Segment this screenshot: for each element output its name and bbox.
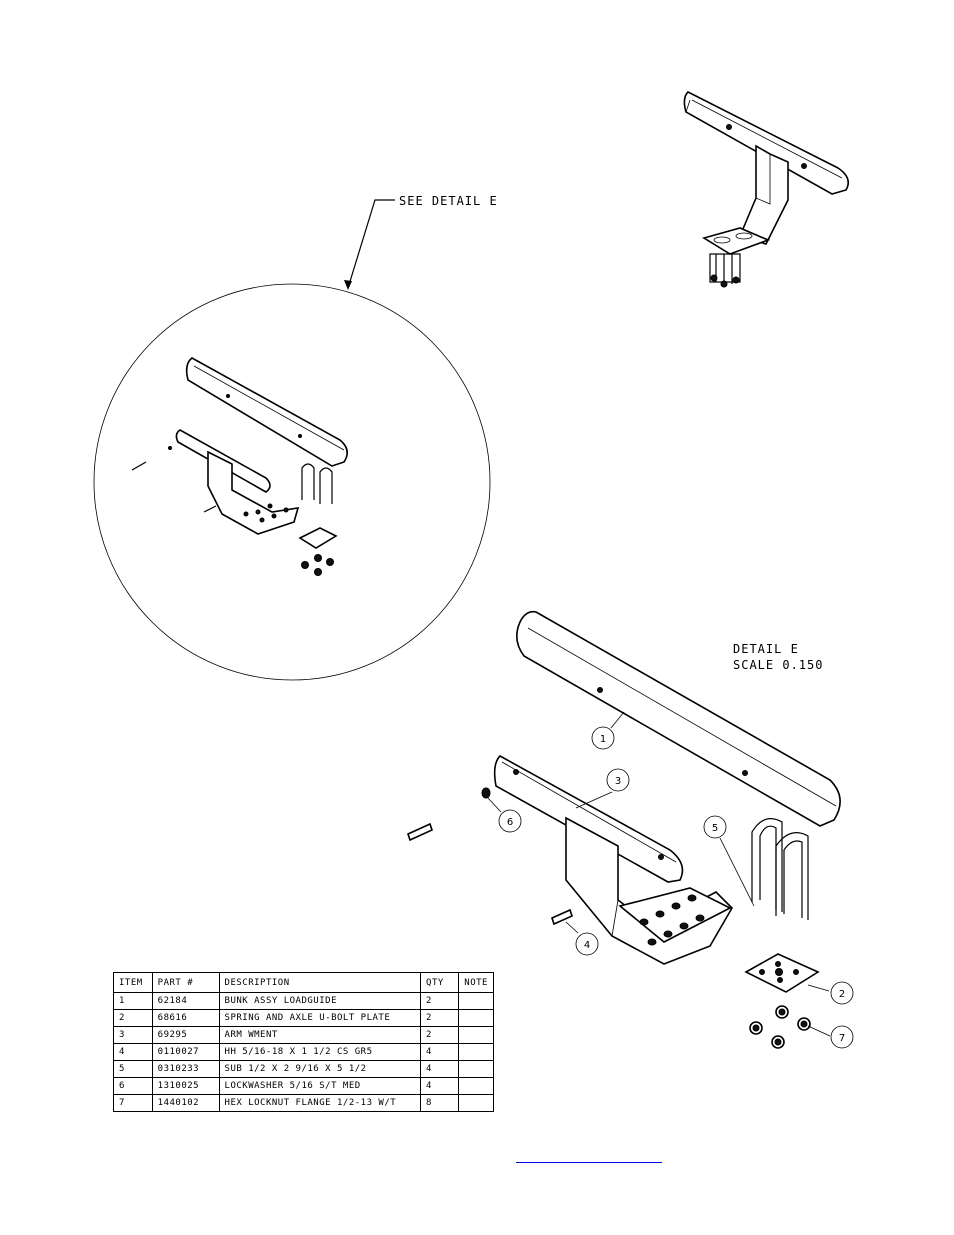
header-qty: QTY [420, 972, 460, 993]
svg-text:1: 1 [600, 734, 606, 745]
detail-callout: SEE DETAIL E [344, 194, 498, 290]
header-note: NOTE [458, 972, 494, 993]
svg-text:5: 5 [712, 823, 718, 834]
header-item: ITEM [113, 972, 153, 993]
header-part-number: PART # [151, 972, 220, 993]
balloon-5: 5 [703, 815, 727, 839]
svg-text:6: 6 [507, 817, 513, 828]
footer-link[interactable] [516, 1148, 662, 1163]
detail-circle [93, 283, 491, 681]
bom-header-row: ITEM PART # DESCRIPTION QTY NOTE [113, 972, 494, 993]
detail-scale: SCALE 0.150 [733, 658, 823, 672]
balloon-7: 7 [830, 1025, 854, 1049]
svg-text:7: 7 [839, 1033, 845, 1044]
see-detail-label: SEE DETAIL E [399, 194, 498, 208]
balloon-4: 4 [575, 932, 599, 956]
detail-e-view: DETAIL E SCALE 0.150 [407, 610, 854, 1049]
balloon-1: 1 [591, 726, 615, 750]
detail-title: DETAIL E [733, 642, 799, 656]
balloon-2: 2 [830, 981, 854, 1005]
svg-text:4: 4 [584, 940, 590, 951]
header-description: DESCRIPTION [218, 972, 422, 993]
balloon-6: 6 [498, 809, 522, 833]
assembly-overview [683, 91, 849, 288]
balloon-3: 3 [606, 768, 630, 792]
svg-text:3: 3 [615, 776, 621, 787]
svg-text:2: 2 [839, 989, 845, 1000]
